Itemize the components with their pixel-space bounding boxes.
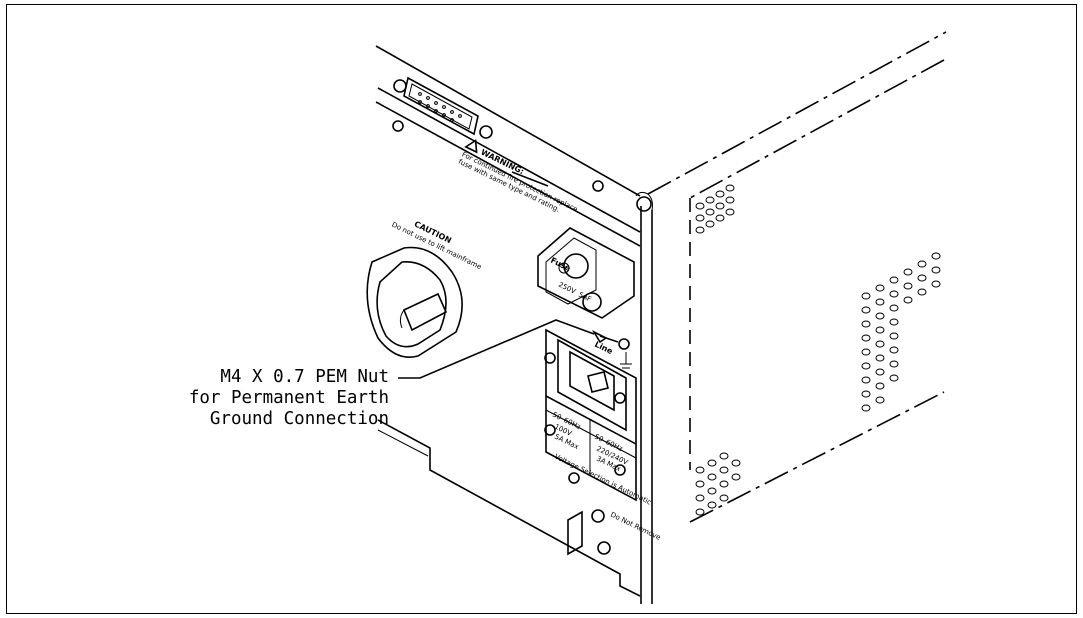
cabinet-top-dashed xyxy=(647,31,947,195)
ground-symbol-icon xyxy=(620,352,632,369)
callout-line-2: for Permanent Earth xyxy=(188,388,389,408)
pem-nut-callout: M4 X 0.7 PEM Nut for Permanent Earth Gro… xyxy=(189,367,389,430)
warning-line-1: For continued fire protection replace xyxy=(461,150,579,213)
fuse-label: Fuse xyxy=(549,256,572,274)
vent-holes-bottom xyxy=(695,452,741,516)
cabinet-inner-dashed xyxy=(689,59,945,199)
panel-screw xyxy=(592,180,604,192)
pem-nut xyxy=(618,338,630,350)
carrying-handle xyxy=(366,246,463,358)
panel-screw-lower xyxy=(597,541,611,555)
fuse-holder: Fuse 250V 5AF xyxy=(537,227,635,319)
aux-label: Do Not Remove xyxy=(609,511,662,542)
figure-frame xyxy=(6,4,1077,614)
panel-lower-edge-inner xyxy=(377,429,429,457)
cabinet-bottom-dashed xyxy=(689,391,945,523)
panel-lower-edge xyxy=(377,419,641,597)
power-inlet-module: Line 50–60Hz 50–60Hz 100V 220/240V 5A Ma… xyxy=(544,328,653,507)
top-edge-line-lower xyxy=(377,87,641,233)
panel-screw xyxy=(392,120,404,132)
top-edge-line xyxy=(375,45,641,197)
fuse-rating: 250V xyxy=(557,281,577,296)
callout-leader-line xyxy=(398,319,595,379)
vent-holes-top xyxy=(695,184,735,234)
panel-screw xyxy=(568,472,580,484)
dsub-connector xyxy=(393,76,493,139)
callout-line-3: Ground Connection xyxy=(209,409,389,429)
pem-nut-arrowhead xyxy=(591,330,608,344)
callout-line-1: M4 X 0.7 PEM Nut xyxy=(220,367,389,387)
corner-screw xyxy=(636,196,652,212)
aux-connector xyxy=(591,509,605,523)
panel-seam-line xyxy=(375,101,641,247)
panel-slot xyxy=(567,510,583,556)
warning-label: WARNING: For continued fire protection r… xyxy=(457,139,579,214)
panel-notch xyxy=(511,171,549,187)
line-label: Line xyxy=(593,340,615,357)
vent-holes-middle xyxy=(861,252,941,412)
